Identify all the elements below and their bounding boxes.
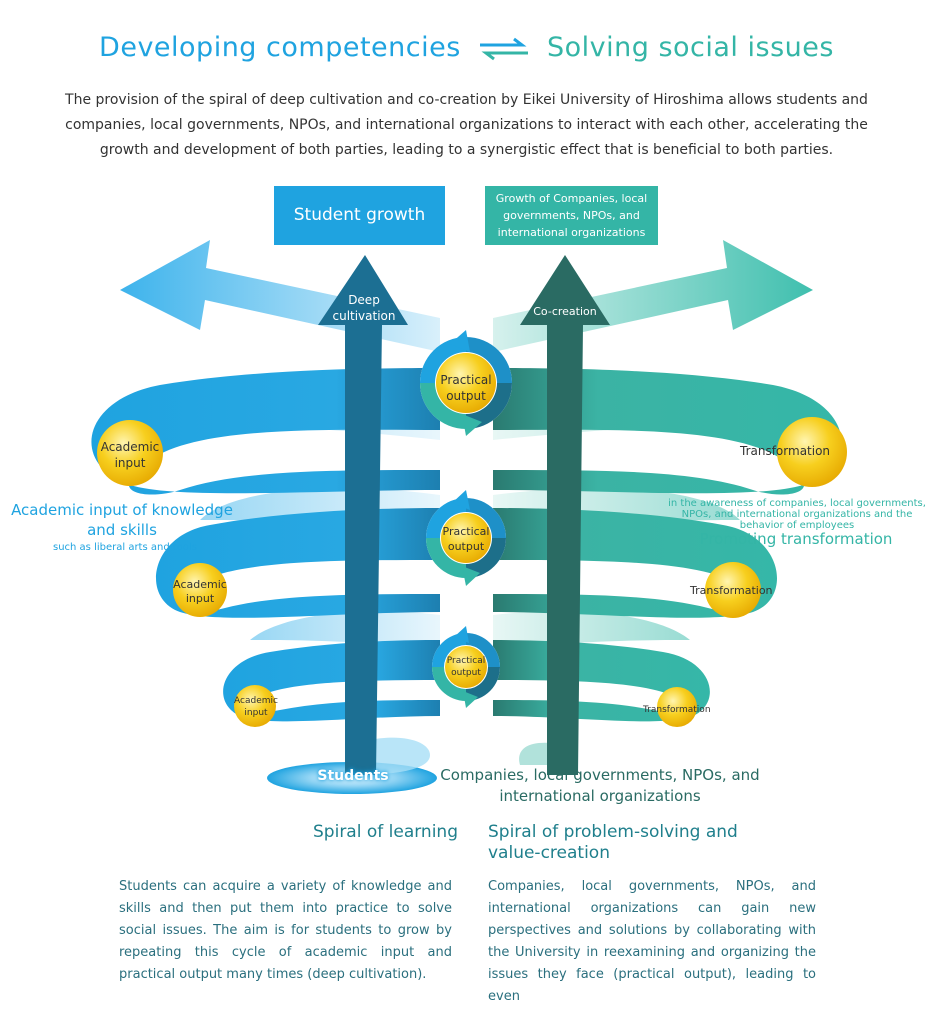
academic-input-title: Academic input of knowledge and skills (11, 501, 233, 539)
student-growth-label: Student growth (293, 205, 426, 225)
transformation-label-2: Transformation (690, 584, 773, 597)
students-label: Students (317, 768, 389, 784)
problem-solving-description: Companies, local governments, NPOs, and … (488, 879, 816, 1004)
transformation-note: in the awareness of companies, local gov… (668, 498, 926, 531)
academic-input-ball-1 (97, 420, 163, 486)
teal-back-band-3 (493, 611, 690, 650)
deep-cultivation-label: Deep cultivation (332, 293, 396, 323)
org-growth-box (485, 186, 658, 245)
exchange-arrows-icon (479, 37, 528, 60)
transformation-ball-1 (777, 417, 847, 487)
orgs-label: Companies, local governments, NPOs, and … (440, 766, 760, 805)
transformation-label-3: Transformation (643, 705, 711, 715)
page-title: Developing competencies Solving social i… (0, 32, 933, 63)
title-solving-social-issues: Solving social issues (546, 32, 834, 63)
intro-paragraph: The provision of the spiral of deep cult… (65, 92, 868, 158)
student-growth-box (274, 186, 445, 245)
org-growth-label: Growth of Companies, local governments, … (495, 192, 648, 239)
practical-output-label-1: Practical output (440, 373, 492, 403)
cycle-icon-1 (420, 330, 512, 436)
academic-input-subtitle: such as liberal arts and tools (52, 542, 198, 553)
deep-cultivation-arrow (318, 255, 408, 775)
academic-input-label-3: Academic input (234, 696, 278, 718)
academic-input-label-2: Academic input (173, 578, 227, 605)
academic-input-ball-2 (173, 563, 227, 617)
spiral-of-learning-title: Spiral of learning (313, 822, 458, 842)
transformation-label-1: Transformation (740, 444, 831, 458)
promoting-transformation: Promoting transformation (699, 530, 893, 548)
spiral-of-problem-solving-title: Spiral of problem-solving and value-crea… (488, 822, 738, 863)
practical-output-label-2: Practical output (442, 525, 490, 553)
transformation-ball-3 (657, 687, 697, 727)
title-developing-competencies: Developing competencies (99, 32, 461, 63)
practical-output-label-3: Practical output (446, 656, 486, 678)
academic-input-ball-3 (234, 685, 276, 727)
academic-input-label-1: Academic input (100, 440, 160, 470)
cycle-icon-2 (426, 490, 506, 586)
learning-description: Students can acquire a variety of knowle… (119, 879, 452, 982)
cycle-icon-3 (432, 626, 500, 708)
co-creation-label: Co-creation (533, 305, 597, 318)
transformation-ball-2 (705, 562, 761, 618)
blue-band-3 (223, 640, 440, 722)
co-creation-arrow (520, 255, 610, 775)
